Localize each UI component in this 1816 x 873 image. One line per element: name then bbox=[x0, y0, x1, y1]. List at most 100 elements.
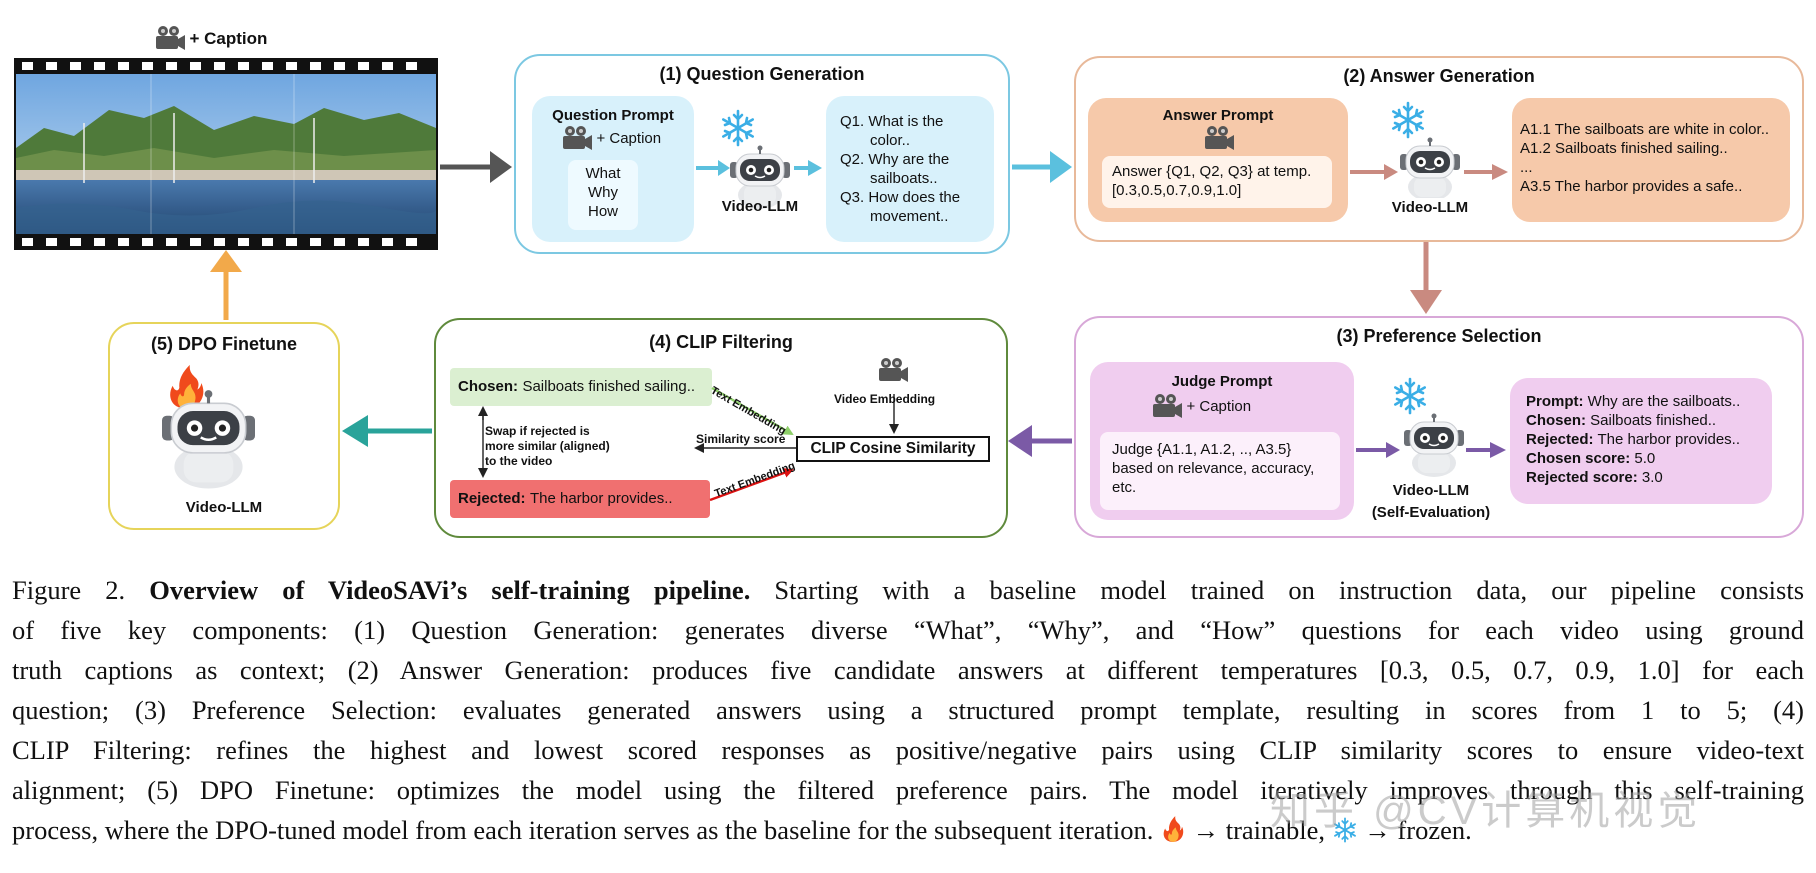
question-line-3: Q2. Why are the bbox=[840, 151, 950, 168]
preference-result-box: Prompt: Why are the sailboats.. Chosen: … bbox=[1510, 378, 1772, 504]
rejected-response-box: Rejected: The harbor provides.. bbox=[450, 480, 710, 518]
caption-line-7: process, where the DPO-tuned model from … bbox=[12, 815, 1472, 845]
question-word-how: How bbox=[587, 203, 618, 220]
result-prompt: Prompt: Why are the sailboats.. bbox=[1526, 393, 1741, 410]
preference-selection-panel: (3) Preference Selection bbox=[1074, 316, 1804, 538]
caption-line-1: Figure 2. Overview of VideoSAVi’s self-t… bbox=[12, 575, 1805, 605]
judge-prompt-line-2: based on relevance, accuracy, bbox=[1112, 460, 1315, 477]
clip-cosine-similarity-box: CLIP Cosine Similarity bbox=[796, 436, 990, 462]
clip-filtering-panel: (4) CLIP Filtering bbox=[434, 318, 1008, 538]
question-model bbox=[696, 109, 822, 210]
robot-icon bbox=[1399, 136, 1461, 198]
generated-questions-box: Q1. What is the color.. Q2. Why are the … bbox=[826, 96, 994, 242]
rejected-embedding-arrow bbox=[709, 468, 794, 502]
snowflake-icon bbox=[721, 109, 755, 147]
answer-prompt-box: Answer Prompt Answer {Q1, Q2, Q3} at tem… bbox=[1088, 98, 1348, 222]
arrow-dpo-to-video bbox=[210, 250, 242, 320]
figure-caption: Figure 2. Overview of VideoSAVi’s self-t… bbox=[12, 570, 1804, 850]
swap-note: Swap if rejected is more similar (aligne… bbox=[485, 424, 610, 468]
fire-icon bbox=[1163, 816, 1184, 842]
rejected-key: Rejected: bbox=[458, 490, 526, 507]
watermark: 知乎 @CV计算机视觉 bbox=[1270, 789, 1702, 833]
similarity-score-label: Similarity score bbox=[696, 432, 786, 446]
judge-prompt-caption-row: + Caption bbox=[1152, 394, 1251, 419]
question-generation-title: (1) Question Generation bbox=[659, 64, 865, 84]
judge-prompt-text-box: Judge {A1.1, A1.2, .., A3.5} based on re… bbox=[1100, 432, 1340, 510]
question-word-why: Why bbox=[588, 184, 618, 201]
caption-line-2: of five key components: (1) Question Gen… bbox=[12, 615, 1804, 645]
answer-line-3: ... bbox=[1520, 159, 1533, 176]
judge-prompt-box: Judge Prompt + Caption Judge {A1.1, A1.2… bbox=[1090, 362, 1354, 520]
video-camera-icon bbox=[1205, 126, 1234, 150]
legend-trainable: → trainable, bbox=[1192, 815, 1326, 845]
answer-line-2: A1.2 Sailboats finished sailing.. bbox=[1520, 140, 1728, 157]
judge-model-label: Video-LLM bbox=[1392, 482, 1470, 499]
answer-model bbox=[1350, 101, 1508, 198]
question-words-box: What Why How bbox=[568, 160, 638, 230]
question-prompt-caption-row: + Caption bbox=[562, 126, 661, 151]
chosen-response-box: Chosen: Sailboats finished sailing.. bbox=[450, 368, 712, 406]
question-line-4: sailboats.. bbox=[870, 170, 938, 187]
chosen-embedding-arrow bbox=[711, 386, 794, 436]
question-model-label: Video-LLM bbox=[721, 198, 799, 215]
chosen-key: Chosen: bbox=[458, 378, 518, 395]
arrow-video-to-question bbox=[440, 151, 512, 183]
question-prompt-box: Question Prompt + Caption What Why How bbox=[532, 96, 694, 242]
fire-icon bbox=[170, 364, 204, 409]
dpo-finetune-title: (5) DPO Finetune bbox=[150, 334, 297, 354]
judge-prompt-title: Judge Prompt bbox=[1171, 373, 1273, 390]
caption-label: Figure 2. bbox=[12, 575, 126, 605]
preference-selection-title: (3) Preference Selection bbox=[1336, 326, 1542, 346]
answer-line-4: A3.5 The harbor provides a safe.. bbox=[1520, 178, 1743, 195]
answer-model-label: Video-LLM bbox=[1391, 199, 1469, 216]
legend-frozen: → frozen. bbox=[1364, 815, 1472, 845]
result-rejected: Rejected: The harbor provides.. bbox=[1526, 431, 1741, 448]
caption-line-5: CLIP Filtering: refines the highest and … bbox=[12, 735, 1804, 765]
video-film-strip bbox=[14, 58, 438, 250]
answer-prompt-line-1: Answer {Q1, Q2, Q3} at temp. bbox=[1112, 163, 1312, 180]
judge-model bbox=[1356, 377, 1506, 478]
answer-prompt-title: Answer Prompt bbox=[1162, 107, 1274, 124]
video-camera-icon bbox=[563, 126, 592, 150]
answer-line-1: A1.1 The sailboats are white in color.. bbox=[1520, 121, 1770, 138]
question-line-5: Q3. How does the bbox=[840, 189, 961, 206]
answer-generation-panel: (2) Answer Generation bbox=[1074, 56, 1804, 242]
question-line-6: movement.. bbox=[870, 208, 949, 225]
caption-line-4: question; (3) Preference Selection: eval… bbox=[12, 695, 1804, 725]
result-chosen: Chosen: Sailboats finished.. bbox=[1526, 412, 1717, 429]
arrow-answer-to-preference bbox=[1410, 242, 1442, 314]
generated-answers-box: A1.1 The sailboats are white in color.. … bbox=[1512, 98, 1790, 222]
question-prompt-title: Question Prompt bbox=[552, 107, 674, 124]
judge-model-sublabel: (Self-Evaluation) bbox=[1371, 504, 1491, 521]
video-embedding-label: Video Embedding bbox=[834, 392, 936, 406]
question-prompt-caption: + Caption bbox=[596, 130, 662, 147]
dpo-finetune-panel: (5) DPO Finetune bbox=[108, 322, 340, 530]
dpo-model bbox=[160, 364, 257, 491]
question-line-1: Q1. What is the bbox=[840, 113, 944, 130]
arrow-preference-to-clip bbox=[1008, 425, 1072, 457]
answer-generation-title: (2) Answer Generation bbox=[1343, 66, 1535, 86]
answer-prompt-line-2: [0.3,0.5,0.7,0.9,1.0] bbox=[1112, 182, 1242, 199]
film-frames bbox=[16, 74, 436, 234]
caption-line-3: truth captions as context; (2) Answer Ge… bbox=[12, 655, 1804, 685]
caption-bold-title: Overview of VideoSAVi’s self-training pi… bbox=[149, 575, 751, 605]
video-caption-label: + Caption bbox=[189, 29, 268, 48]
question-line-2: color.. bbox=[870, 132, 911, 149]
arrow-clip-to-dpo bbox=[342, 415, 432, 447]
arrow-question-to-answer bbox=[1012, 151, 1072, 183]
snowflake-icon bbox=[1394, 377, 1426, 415]
clip-filtering-title: (4) CLIP Filtering bbox=[649, 332, 793, 352]
judge-prompt-line-1: Judge {A1.1, A1.2, .., A3.5} bbox=[1112, 441, 1292, 458]
dpo-model-label: Video-LLM bbox=[185, 499, 263, 516]
chosen-value: Sailboats finished sailing.. bbox=[522, 378, 696, 395]
clip-filtering-diagram bbox=[478, 358, 908, 502]
snowflake-icon bbox=[1392, 101, 1424, 139]
result-chosen-score: Chosen score: 5.0 bbox=[1526, 450, 1656, 467]
answer-prompt-text-box: Answer {Q1, Q2, Q3} at temp. [0.3,0.5,0.… bbox=[1102, 156, 1332, 208]
result-rejected-score: Rejected score: 3.0 bbox=[1526, 469, 1663, 486]
video-camera-icon bbox=[879, 358, 908, 382]
question-word-what: What bbox=[585, 165, 621, 182]
question-generation-panel: (1) Question Generation bbox=[514, 54, 1010, 254]
robot-icon bbox=[1403, 412, 1465, 478]
film-sprockets bbox=[22, 62, 417, 246]
